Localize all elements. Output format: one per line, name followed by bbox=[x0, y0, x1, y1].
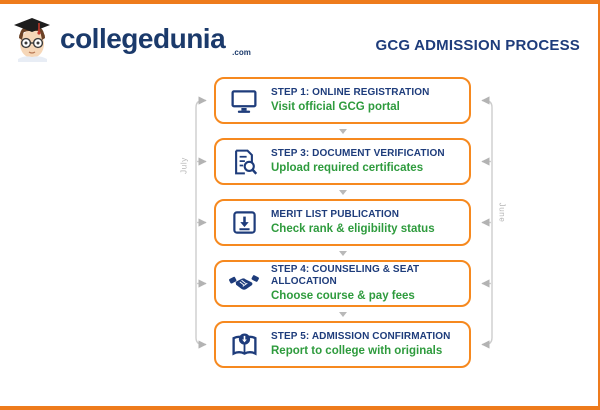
timeline-label-right: June bbox=[497, 202, 507, 223]
step-subtitle: Choose course & pay fees bbox=[271, 289, 415, 302]
step-box-admission-confirmation[interactable]: STEP 5: ADMISSION CONFIRMATION Report to… bbox=[214, 321, 471, 368]
step-subtitle: Upload required certificates bbox=[271, 161, 424, 174]
step-box-document-verification[interactable]: STEP 3: DOCUMENT VERIFICATION Upload req… bbox=[214, 138, 471, 185]
step-box-merit-list[interactable]: MERIT LIST PUBLICATION Check rank & elig… bbox=[214, 199, 471, 246]
down-arrow-icon bbox=[338, 250, 347, 256]
down-arrow-icon bbox=[338, 189, 347, 195]
download-box-icon bbox=[229, 208, 259, 238]
page-title: GCG ADMISSION PROCESS bbox=[375, 37, 580, 54]
process-steps: STEP 1: ONLINE REGISTRATION Visit offici… bbox=[214, 77, 471, 368]
brand-logo[interactable]: collegedunia .com bbox=[12, 16, 251, 62]
right-bracket-line bbox=[484, 99, 493, 346]
monitor-icon bbox=[229, 86, 259, 116]
step-title: STEP 4: COUNSELING & SEAT ALLOCATION bbox=[271, 263, 420, 288]
step-subtitle: Check rank & eligibility status bbox=[271, 222, 435, 235]
step-subtitle: Report to college with originals bbox=[271, 344, 443, 357]
step-box-online-registration[interactable]: STEP 1: ONLINE REGISTRATION Visit offici… bbox=[214, 77, 471, 124]
down-arrow-icon bbox=[338, 311, 347, 317]
step-subtitle: Visit official GCG portal bbox=[271, 100, 400, 113]
timeline-label-left: July bbox=[179, 157, 189, 174]
brand-tld: .com bbox=[232, 48, 251, 57]
left-bracket-line bbox=[195, 99, 204, 346]
document-search-icon bbox=[229, 147, 259, 177]
handshake-icon bbox=[229, 269, 259, 299]
step-title: MERIT LIST PUBLICATION bbox=[271, 209, 400, 221]
step-title: STEP 5: ADMISSION CONFIRMATION bbox=[271, 331, 451, 343]
down-arrow-icon bbox=[338, 128, 347, 134]
brand-wordmark: collegedunia bbox=[60, 23, 226, 54]
book-download-icon bbox=[229, 330, 259, 360]
step-title: STEP 1: ONLINE REGISTRATION bbox=[271, 87, 430, 99]
graduate-mascot-icon bbox=[14, 18, 50, 62]
step-box-counseling[interactable]: STEP 4: COUNSELING & SEAT ALLOCATION Cho… bbox=[214, 260, 471, 307]
step-title: STEP 3: DOCUMENT VERIFICATION bbox=[271, 148, 445, 160]
